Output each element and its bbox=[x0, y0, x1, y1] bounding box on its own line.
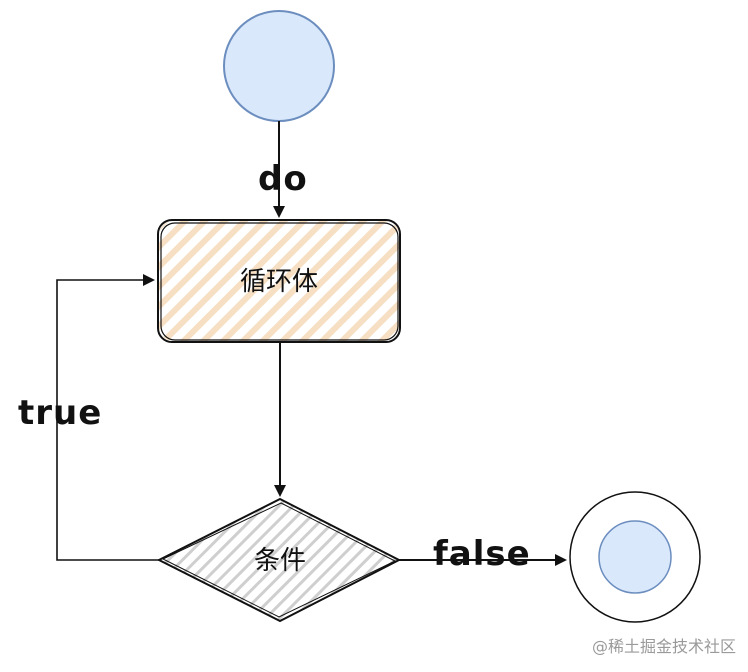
end-node bbox=[569, 491, 701, 623]
edge-label-do: do bbox=[258, 159, 308, 199]
condition-node: 条件 bbox=[156, 497, 402, 623]
edge-label-true: true bbox=[18, 393, 102, 433]
start-node bbox=[223, 10, 335, 122]
loop-body-label: 循环体 bbox=[240, 267, 318, 297]
watermark: @稀土掘金技术社区 bbox=[592, 637, 736, 656]
edge-label-false: false bbox=[433, 534, 531, 574]
condition-label: 条件 bbox=[254, 546, 306, 576]
edge-true bbox=[56, 274, 160, 561]
loop-body-node: 循环体 bbox=[157, 219, 401, 343]
